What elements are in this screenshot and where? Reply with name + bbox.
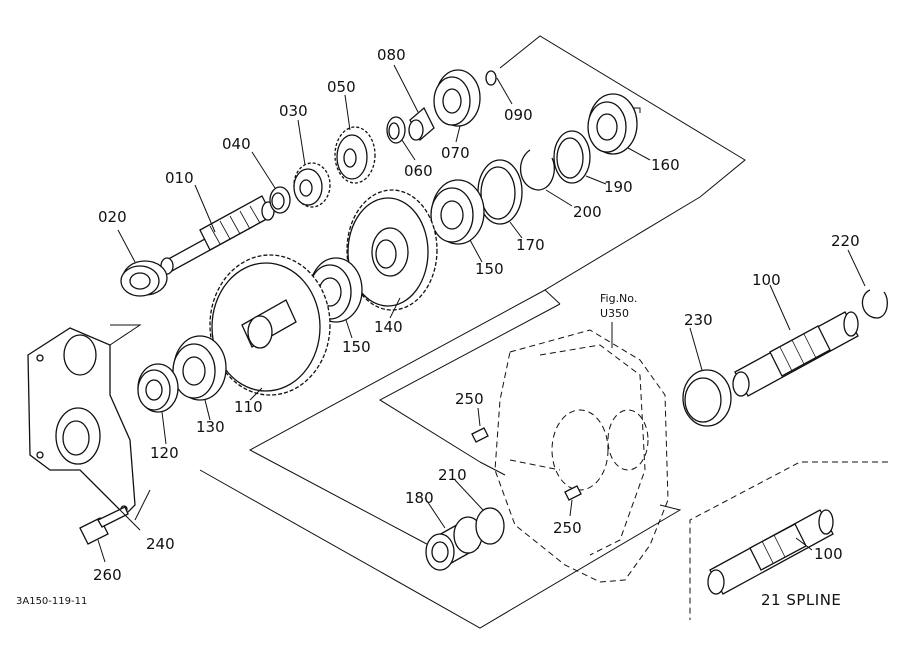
inset-caption: 21 SPLINE	[761, 591, 841, 609]
o-ring-210	[475, 507, 505, 545]
bearing-130	[172, 335, 227, 401]
label-180: 180	[405, 489, 434, 507]
label-250-upper: 250	[455, 390, 484, 408]
label-070: 070	[441, 144, 470, 162]
label-200: 200	[573, 203, 602, 221]
seal-230	[682, 369, 732, 427]
collar-040	[269, 186, 291, 214]
label-190: 190	[604, 178, 633, 196]
label-100-inset: 100	[814, 545, 843, 563]
label-090: 090	[504, 106, 533, 124]
gear-030	[293, 162, 331, 208]
figref-line2: U350	[600, 307, 629, 320]
gear-140	[346, 189, 438, 311]
inset-box-21-spline	[689, 461, 888, 620]
ring-170	[477, 159, 523, 225]
bearing-120	[137, 363, 179, 413]
shaft-100-21-spline	[707, 509, 834, 595]
shim-190	[553, 130, 591, 184]
label-060: 060	[404, 162, 433, 180]
label-120: 120	[150, 444, 179, 462]
assembly-outline-lines	[109, 35, 746, 629]
collar-060	[386, 116, 406, 144]
label-160: 160	[651, 156, 680, 174]
label-250-lower: 250	[553, 519, 582, 537]
bearing-150-upper	[430, 179, 485, 245]
label-050: 050	[327, 78, 356, 96]
label-010: 010	[165, 169, 194, 187]
label-110: 110	[234, 398, 263, 416]
label-080: 080	[377, 46, 406, 64]
bolt-260	[79, 506, 129, 545]
label-150-upper: 150	[475, 260, 504, 278]
label-150-lower: 150	[342, 338, 371, 356]
gear-110	[209, 254, 331, 396]
shaft-010	[160, 195, 275, 275]
bracket-240	[27, 327, 136, 516]
label-130: 130	[196, 418, 225, 436]
bearing-070	[433, 69, 481, 127]
label-100: 100	[752, 271, 781, 289]
label-240: 240	[146, 535, 175, 553]
label-170: 170	[516, 236, 545, 254]
circlip-090	[485, 70, 497, 86]
pin-250-lower	[564, 485, 582, 501]
bearing-020	[120, 260, 168, 297]
label-040: 040	[222, 135, 251, 153]
transmission-housing	[494, 329, 669, 583]
circlip-200	[519, 149, 555, 191]
figref-line1: Fig.No.	[600, 292, 637, 305]
pin-250-upper	[471, 427, 489, 443]
label-020: 020	[98, 208, 127, 226]
label-220: 220	[831, 232, 860, 250]
label-230: 230	[684, 311, 713, 329]
label-140: 140	[374, 318, 403, 336]
leader-lines	[97, 64, 866, 563]
label-260: 260	[93, 566, 122, 584]
part-labels: 020 010 040 030 050 080 060 070 090 160 …	[93, 46, 860, 584]
gear-050	[334, 126, 376, 184]
label-210: 210	[438, 466, 467, 484]
figure-reference: Fig.No. U350	[600, 292, 637, 320]
drawing-code: 3A150-119-11	[16, 596, 87, 607]
snap-ring-220	[861, 289, 889, 319]
bearing-160	[587, 93, 638, 155]
bearing-180	[425, 516, 483, 571]
label-030: 030	[279, 102, 308, 120]
shaft-100	[732, 311, 859, 397]
sleeve-080	[408, 106, 435, 142]
